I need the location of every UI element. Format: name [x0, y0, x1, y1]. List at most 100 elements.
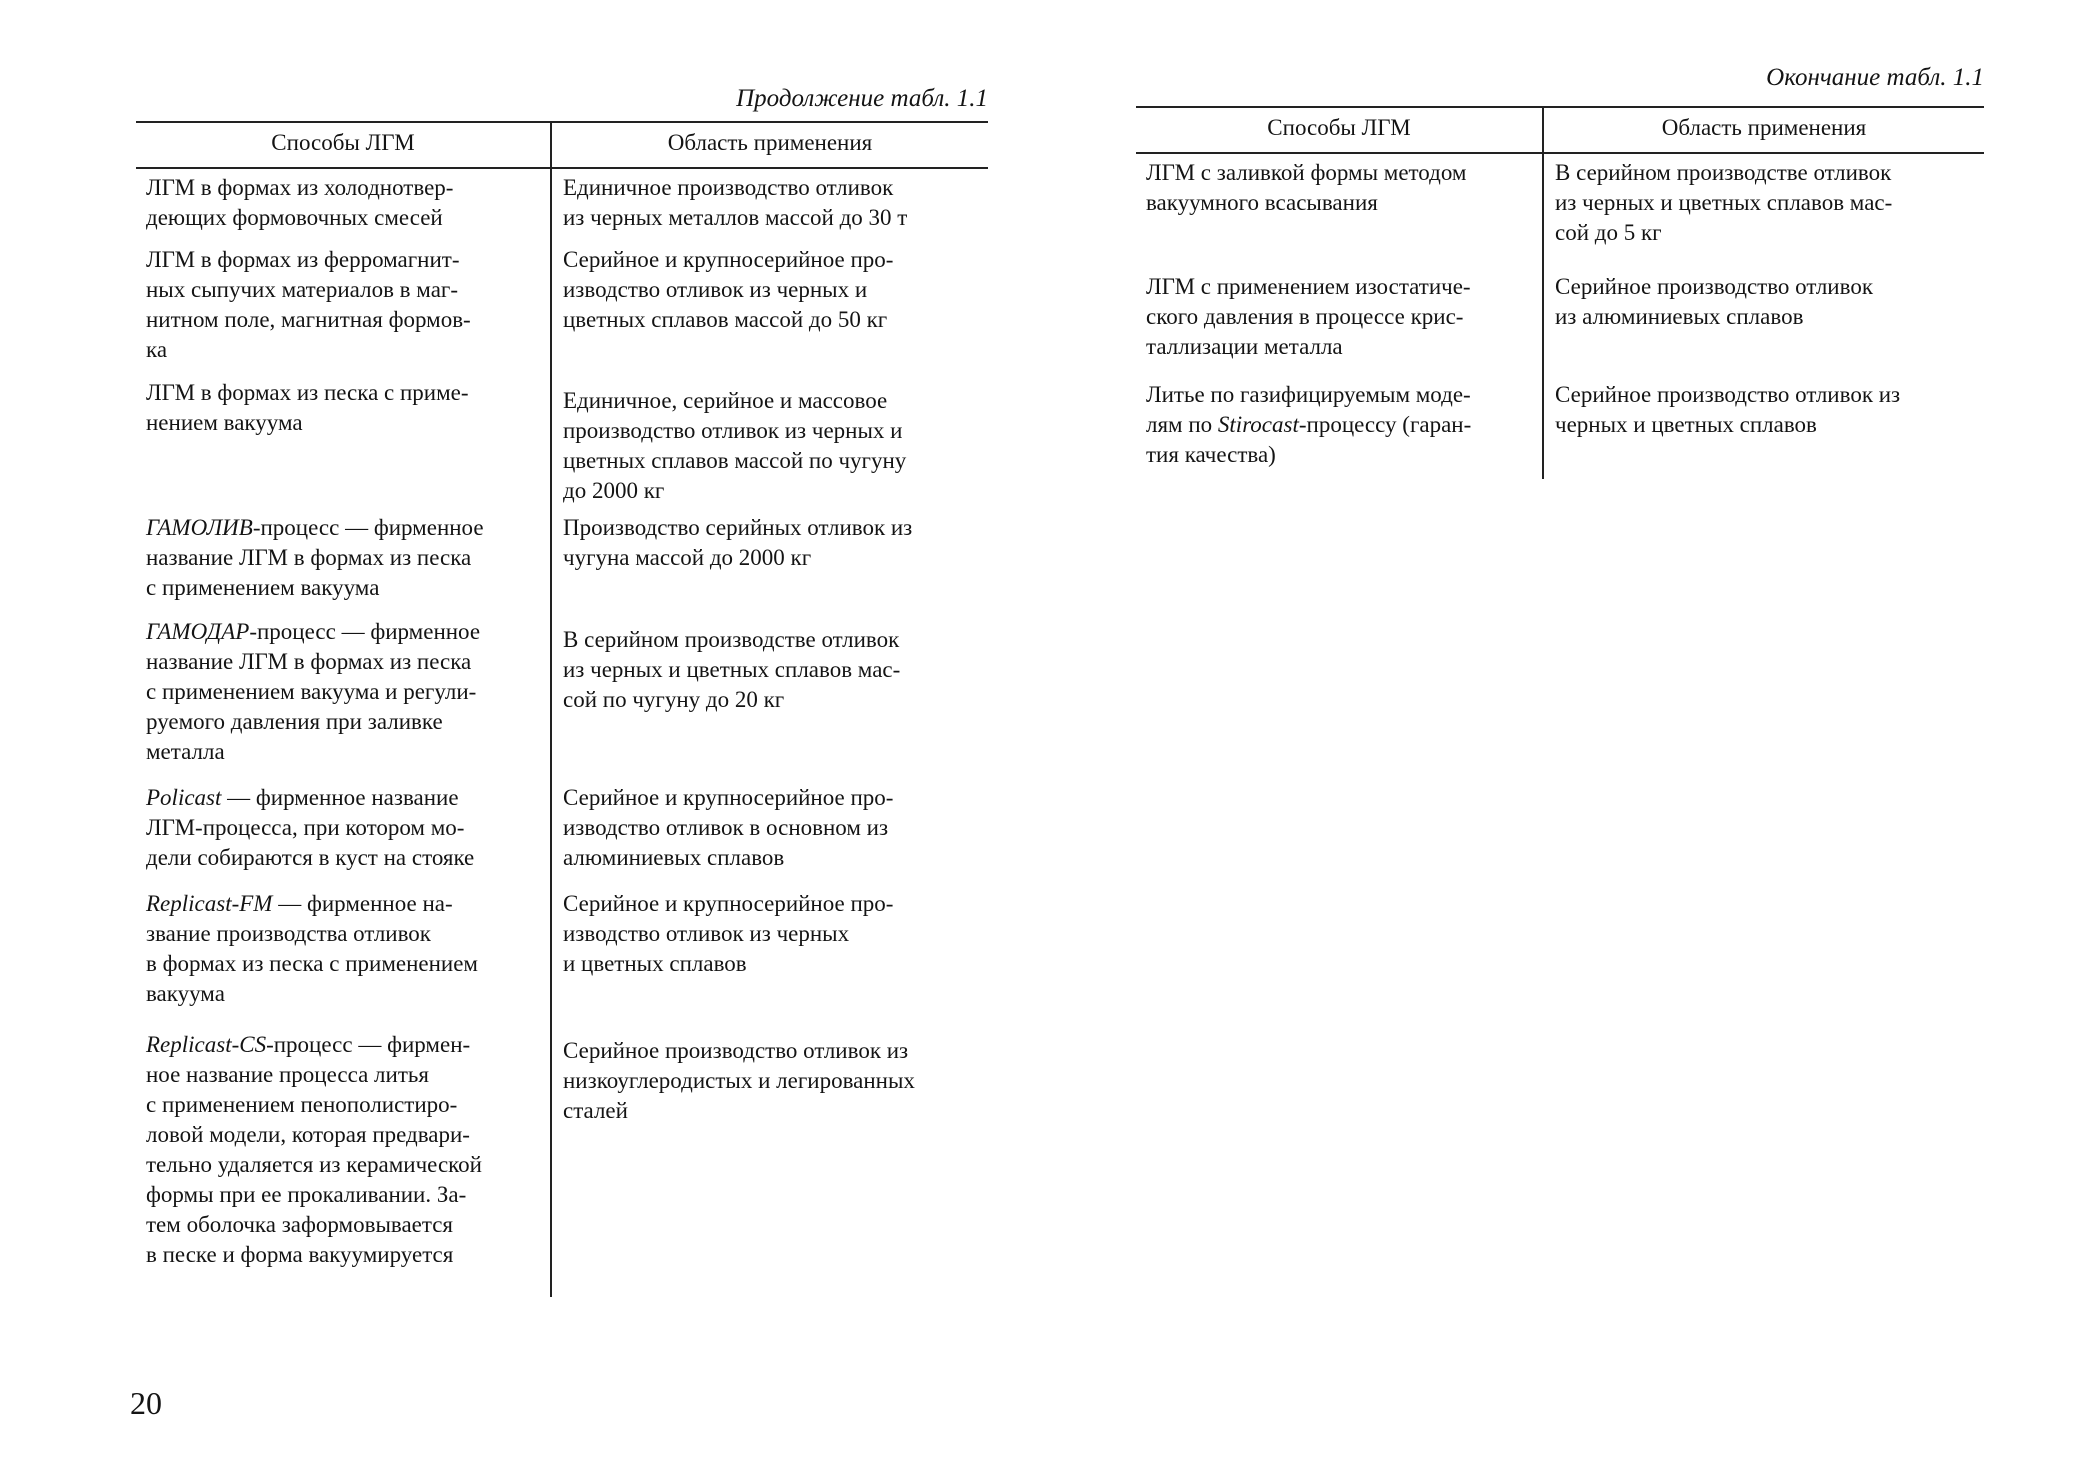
cell-text: тем оболочка заформовывается — [146, 1212, 454, 1237]
cell-line: изводство отливок из черных и — [563, 275, 984, 305]
cell-text: В серийном производстве отливок — [563, 627, 900, 652]
cell-line: Единичное, серийное и массовое — [563, 386, 984, 416]
cell-line: до 2000 кг — [563, 476, 984, 506]
cell-line: Серийное производство отливок — [1555, 272, 1980, 302]
table-row: ГАМОЛИВ-процесс — фирменное название ЛГМ … — [136, 509, 988, 613]
cell-text: таллизации металла — [1146, 334, 1343, 359]
cell-line: из черных и цветных сплавов мас- — [563, 655, 984, 685]
cell-text: Серийное и крупносерийное про- — [563, 247, 894, 272]
cell-line: ского давления в процессе крис- — [1146, 302, 1534, 332]
cell-text: в формах из песка с применением — [146, 951, 478, 976]
cell-line: Серийное производство отливок из — [1555, 380, 1980, 410]
table-row: ЛГМ с применением изостатиче-ского давле… — [1136, 268, 1984, 376]
cell-text: вакуумного всасывания — [1146, 190, 1378, 215]
table-header: Способы ЛГМ Область применения — [1136, 106, 1984, 154]
cell-line: ГАМОДАР-процесс — фирменное — [146, 617, 542, 647]
cell-line: из черных и цветных сплавов мас- — [1555, 188, 1980, 218]
cell-text: Серийное производство отливок из — [563, 1038, 909, 1063]
method-cell: ЛГМ в формах из песка с приме-нением вак… — [136, 374, 552, 509]
cell-text: ЛГМ в формах из песка с приме- — [146, 380, 469, 405]
cell-text: черных и цветных сплавов — [1555, 412, 1817, 437]
cell-text: название ЛГМ в формах из песка — [146, 545, 472, 570]
cell-text: -процесс — фирмен- — [266, 1032, 471, 1057]
cell-text: в песке и форма вакуумируется — [146, 1242, 454, 1267]
cell-text: ка — [146, 337, 168, 362]
cell-text: ЛГМ в формах из холоднотвер- — [146, 175, 454, 200]
table-header: Способы ЛГМ Область применения — [136, 121, 988, 169]
cell-line: звание производства отливок — [146, 919, 542, 949]
cell-text: тия качества) — [1146, 442, 1276, 467]
cell-text: сой по чугуну до 20 кг — [563, 687, 785, 712]
cell-line: В серийном производстве отливок — [1555, 158, 1980, 188]
cell-text: ЛГМ с заливкой формы методом — [1146, 160, 1467, 185]
table-body: ЛГМ с заливкой формы методом вакуумного в… — [1136, 154, 1984, 479]
cell-text: Производство серийных отливок из — [563, 515, 913, 540]
cell-text: из алюминиевых сплавов — [1555, 304, 1804, 329]
cell-line: в формах из песка с применением — [146, 949, 542, 979]
header-methods: Способы ЛГМ — [1136, 108, 1544, 152]
cell-text: Литье по газифицируемым моде- — [1146, 382, 1471, 407]
cell-line: В серийном производстве отливок — [563, 625, 984, 655]
table-row: Литье по газифицируемым моде-лям по Stir… — [1136, 376, 1984, 479]
cell-line: производство отливок из черных и — [563, 416, 984, 446]
cell-line: алюминиевых сплавов — [563, 843, 984, 873]
method-cell: Replicast-FM — фирменное на-звание произ… — [136, 885, 552, 1026]
application-cell: Серийное и крупносерийное про-изводство … — [552, 885, 988, 1026]
method-cell: ЛГМ в формах из ферромагнит-ных сыпучих … — [136, 241, 552, 374]
method-cell: Литье по газифицируемым моде-лям по Stir… — [1136, 376, 1544, 479]
cell-line: деющих формовочных смесей — [146, 203, 542, 233]
cell-text: формы при ее прокаливании. За- — [146, 1182, 467, 1207]
cell-text: Серийное и крупносерийное про- — [563, 891, 894, 916]
cell-line: ных сыпучих материалов в маг- — [146, 275, 542, 305]
page-number: 20 — [130, 1385, 162, 1421]
cell-line: цветных сплавов массой по чугуну — [563, 446, 984, 476]
cell-text-italic: Replicast-CS — [146, 1032, 267, 1057]
application-cell: Серийное и крупносерийное про-изводство … — [552, 779, 988, 885]
cell-text: производство отливок из черных и — [563, 418, 903, 443]
cell-text: и цветных сплавов — [563, 951, 747, 976]
cell-line: лям по Stirocast-процессу (гаран- — [1146, 410, 1534, 440]
cell-line: руемого давления при заливке — [146, 707, 542, 737]
cell-text: ЛГМ с применением изостатиче- — [1146, 274, 1471, 299]
cell-text: сой до 5 кг — [1555, 220, 1662, 245]
cell-line: ЛГМ в формах из холоднотвер- — [146, 173, 542, 203]
cell-text: металла — [146, 739, 225, 764]
cell-text-italic: Stirocast — [1217, 412, 1299, 437]
table: Способы ЛГМ Область применения ЛГМ в фор… — [136, 121, 988, 1297]
cell-line: ЛГМ с применением изостатиче- — [1146, 272, 1534, 302]
cell-text: — фирменное на- — [272, 891, 453, 916]
cell-text: -процесс — фирменное — [252, 515, 484, 540]
cell-text-italic: ГАМОЛИВ — [146, 515, 253, 540]
cell-text: сталей — [563, 1098, 628, 1123]
application-cell: Единичное, серийное и массовое производст… — [552, 374, 988, 509]
method-cell: ЛГМ в формах из холоднотвер-деющих формо… — [136, 169, 552, 241]
cell-text: Единичное, серийное и массовое — [563, 388, 888, 413]
cell-line: ЛГМ в формах из ферромагнит- — [146, 245, 542, 275]
cell-text: цветных сплавов массой по чугуну — [563, 448, 907, 473]
cell-text: из черных и цветных сплавов мас- — [1555, 190, 1893, 215]
cell-text: лям по — [1146, 412, 1218, 437]
cell-line: нитном поле, магнитная формов- — [146, 305, 542, 335]
cell-line: Replicast-FM — фирменное на- — [146, 889, 542, 919]
cell-text-italic: Replicast-FM — [146, 891, 273, 916]
cell-text: звание производства отливок — [146, 921, 431, 946]
cell-text: Серийное и крупносерийное про- — [563, 785, 894, 810]
cell-text: до 2000 кг — [563, 478, 665, 503]
cell-text: с применением вакуума — [146, 575, 380, 600]
method-cell: ЛГМ с применением изостатиче-ского давле… — [1136, 268, 1544, 376]
cell-text: Единичное производство отливок — [563, 175, 894, 200]
table-caption: Продолжение табл. 1.1 — [736, 85, 988, 112]
cell-line: Серийное и крупносерийное про- — [563, 245, 984, 275]
cell-text: ского давления в процессе крис- — [1146, 304, 1464, 329]
cell-text: изводство отливок из черных и — [563, 277, 868, 302]
cell-text: руемого давления при заливке — [146, 709, 443, 734]
cell-text-italic: Policast — [146, 785, 222, 810]
cell-text: нением вакуума — [146, 410, 303, 435]
cell-text: из черных и цветных сплавов мас- — [563, 657, 901, 682]
table-row: ЛГМ в формах из песка с приме-нением вак… — [136, 374, 988, 509]
